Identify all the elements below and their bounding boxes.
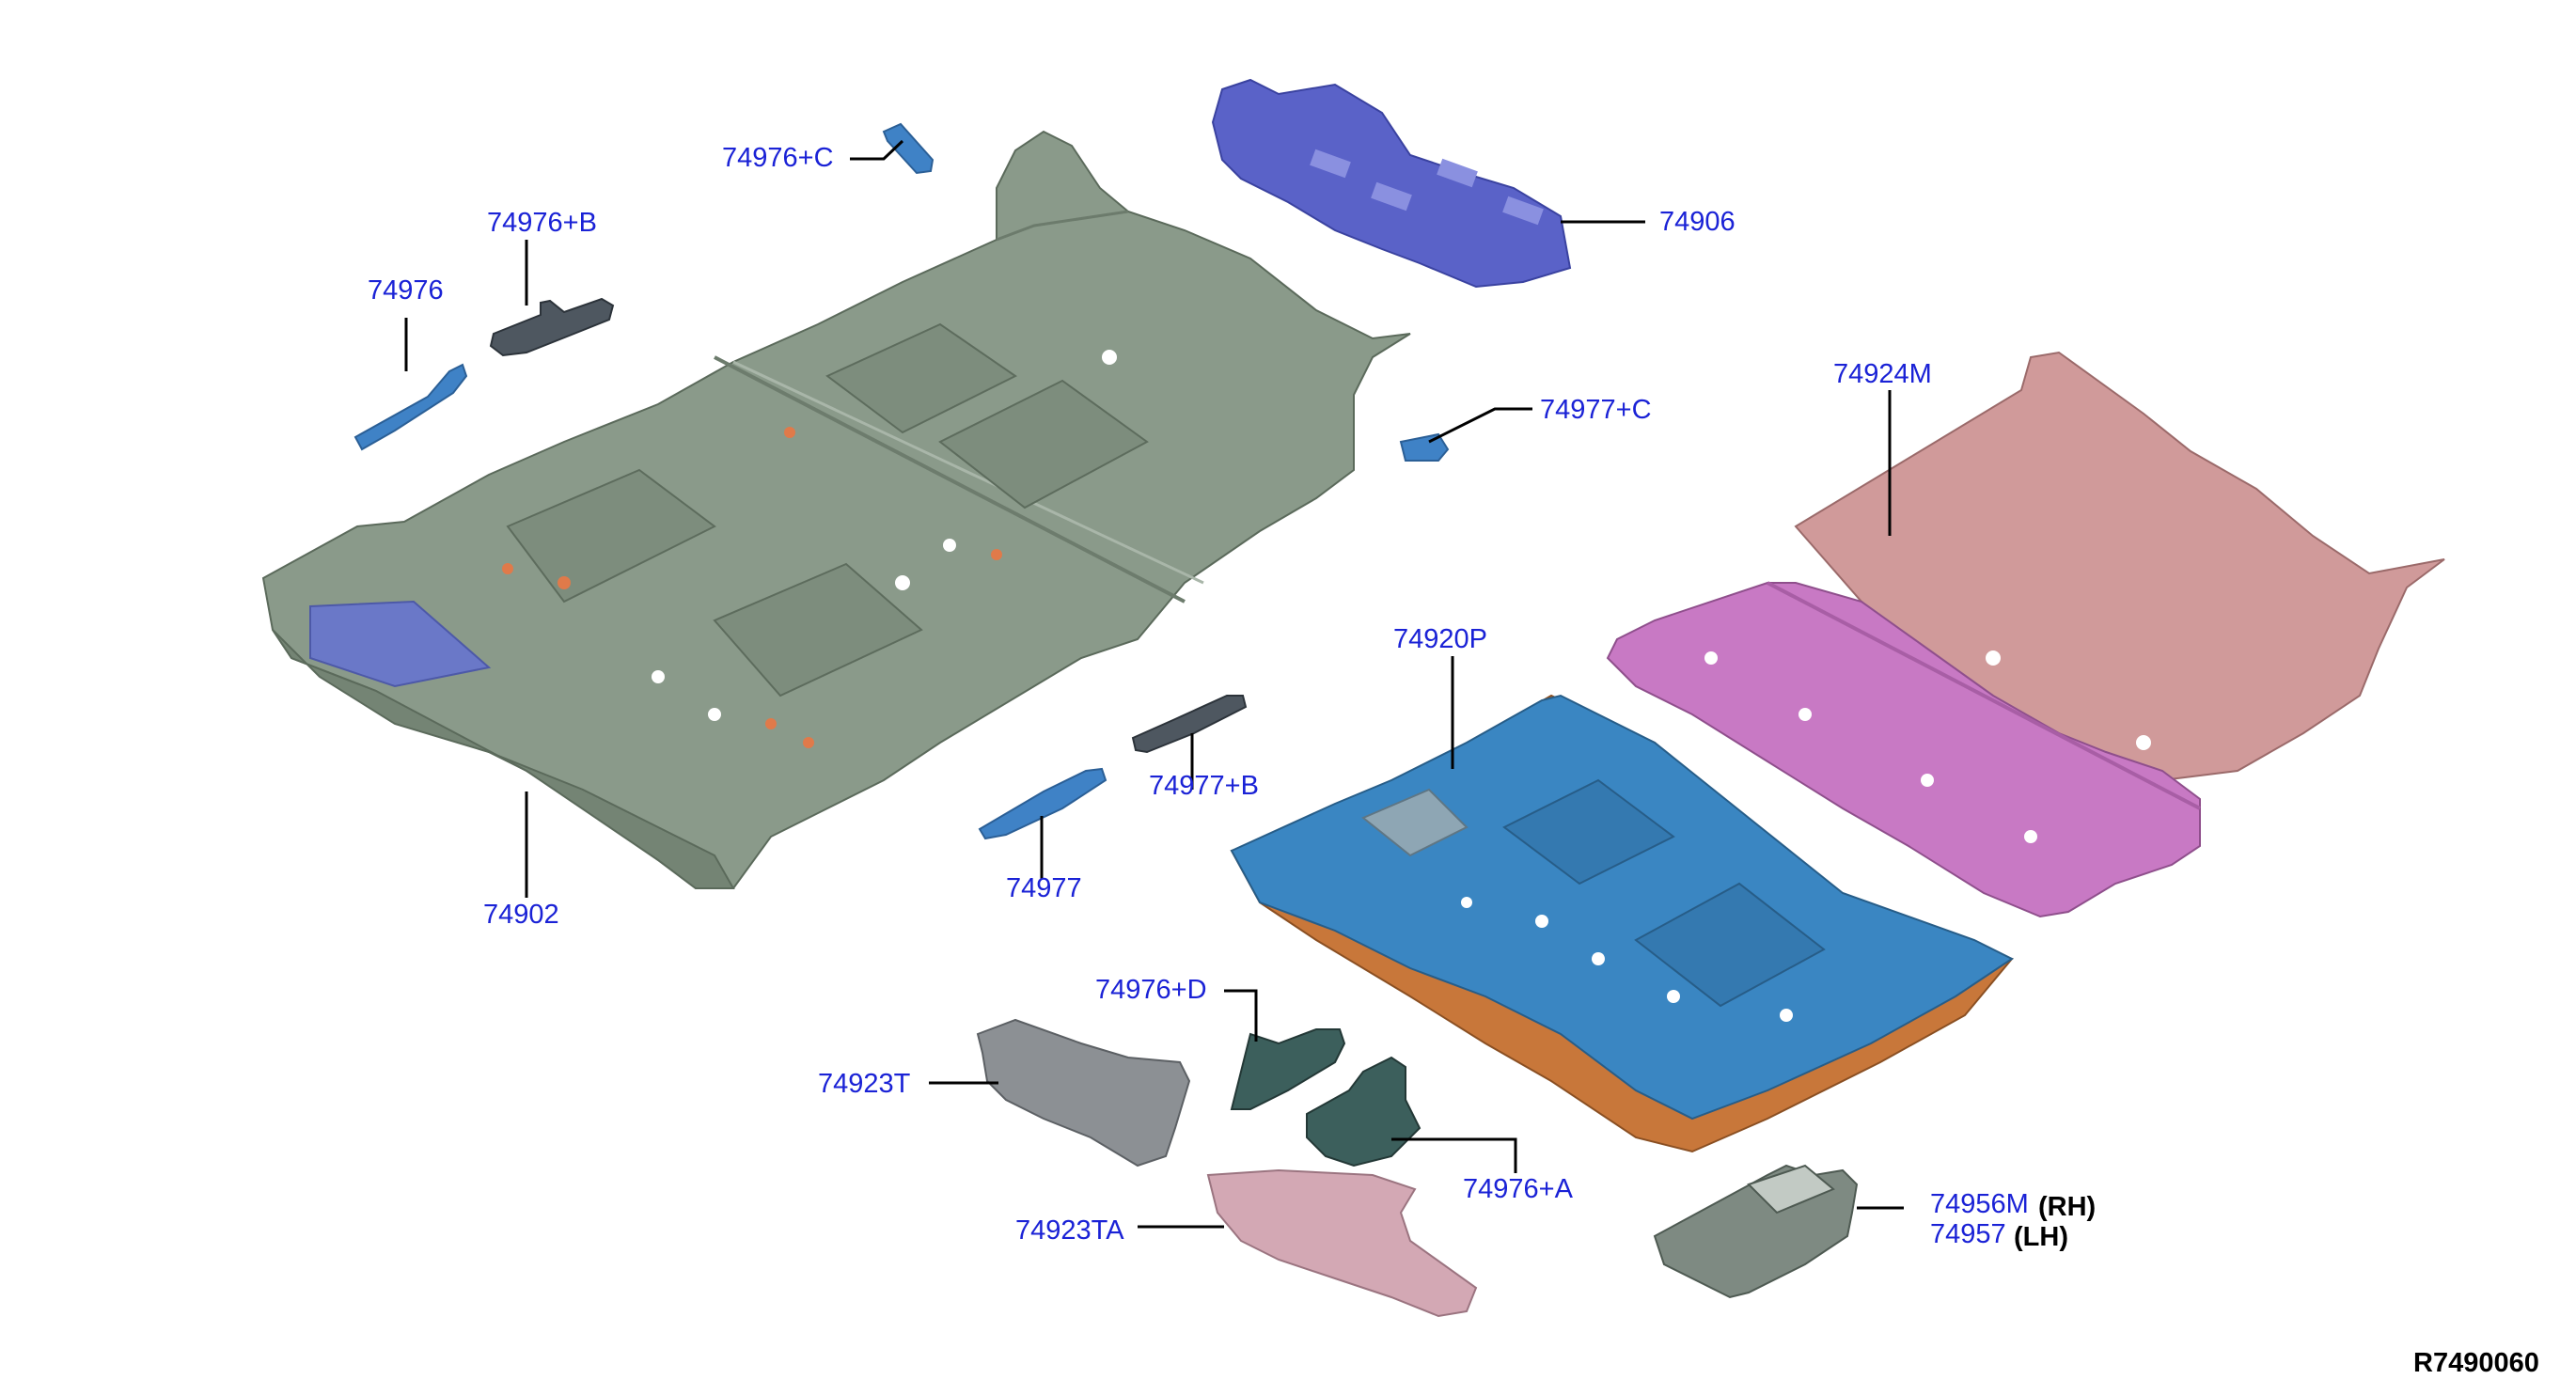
part-label-74976d[interactable]: 74976+D — [1095, 975, 1207, 1005]
spacer-74976[interactable] — [353, 363, 468, 451]
part-label-74976[interactable]: 74976 — [368, 275, 444, 306]
part-label-74976a[interactable]: 74976+A — [1463, 1174, 1573, 1204]
rear-floor-carpet[interactable] — [1211, 78, 1572, 289]
side-tag-lh: (LH) — [2014, 1222, 2068, 1252]
diagram-code: R7490060 — [2413, 1348, 2539, 1378]
spacer-74977c[interactable] — [1399, 432, 1450, 462]
insulator-74923ta[interactable] — [1206, 1168, 1478, 1318]
part-label-74976b[interactable]: 74976+B — [487, 208, 597, 238]
kick-pad-74976a[interactable] — [1306, 1056, 1422, 1168]
part-label-74957[interactable]: 74957 — [1930, 1219, 2006, 1249]
floor-carpet-main[interactable] — [261, 130, 1411, 889]
part-label-74902[interactable]: 74902 — [483, 900, 559, 930]
spacer-74977[interactable] — [978, 767, 1107, 840]
leader-lines — [404, 139, 1904, 1229]
part-label-74977b[interactable]: 74977+B — [1149, 771, 1259, 801]
part-label-74977[interactable]: 74977 — [1006, 873, 1082, 903]
spacer-74976c[interactable] — [882, 122, 935, 175]
rear-floor-assembly[interactable] — [1606, 351, 2445, 918]
part-label-74920p[interactable]: 74920P — [1393, 624, 1487, 654]
front-carpet-assembly[interactable] — [1230, 694, 2014, 1153]
part-label-74976c[interactable]: 74976+C — [722, 143, 834, 173]
part-label-74923ta[interactable]: 74923TA — [1015, 1215, 1124, 1246]
part-label-74923t[interactable]: 74923T — [818, 1069, 911, 1099]
floor-mat-74956m-74957[interactable] — [1653, 1164, 1859, 1299]
part-label-74956m[interactable]: 74956M — [1930, 1189, 2029, 1219]
insulator-74923t[interactable] — [976, 1018, 1191, 1168]
spacer-74976b[interactable] — [489, 297, 615, 357]
side-tag-rh: (RH) — [2038, 1192, 2097, 1222]
kick-pad-74976d[interactable] — [1230, 1028, 1346, 1110]
part-label-74924m[interactable]: 74924M — [1833, 359, 1932, 389]
part-label-74977c[interactable]: 74977+C — [1540, 395, 1652, 425]
spacer-74977b[interactable] — [1131, 695, 1248, 754]
part-label-74906[interactable]: 74906 — [1659, 207, 1736, 237]
